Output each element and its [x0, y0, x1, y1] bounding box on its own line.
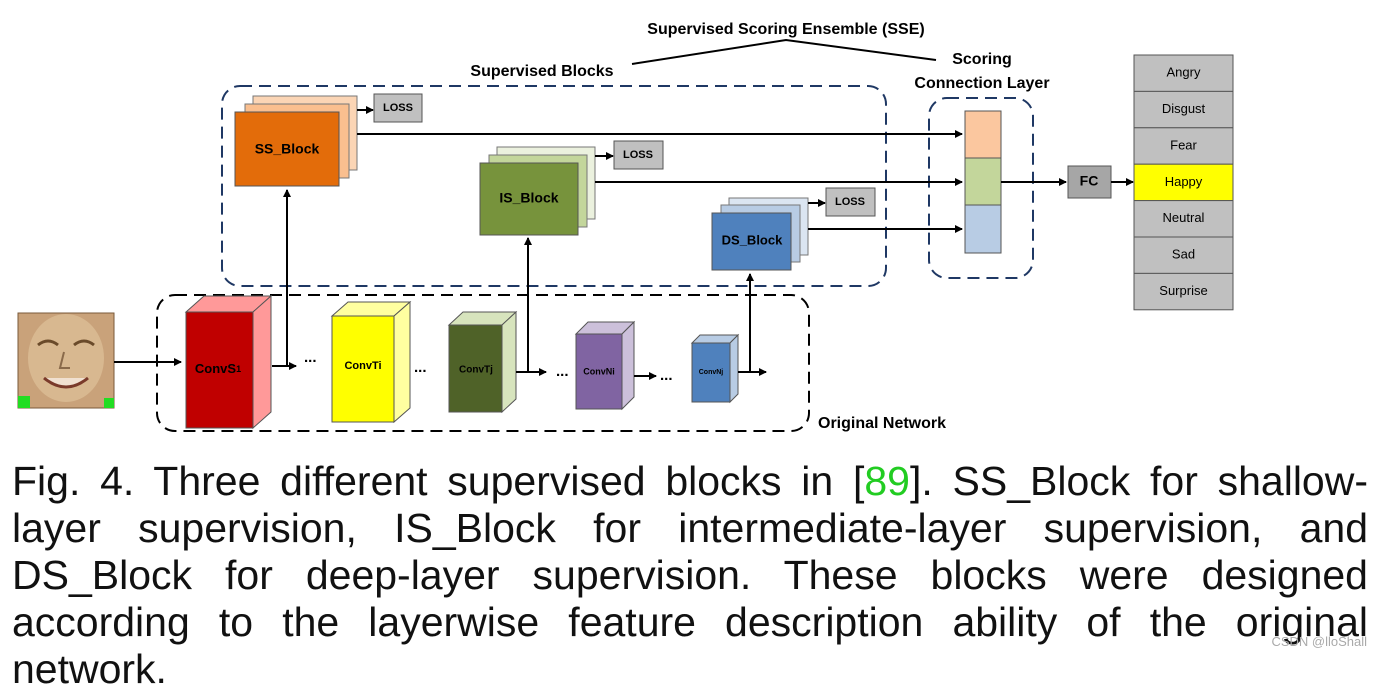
- sse-bracket: [631, 38, 937, 65]
- architecture-diagram: Supervised Scoring Ensemble (SSE) Superv…: [17, 21, 1234, 432]
- is-loss-label: LOSS: [623, 149, 653, 161]
- class-label-disgust: Disgust: [1162, 101, 1206, 116]
- ellipsis-3: ...: [556, 363, 569, 380]
- ss-loss-box: [373, 93, 423, 123]
- score-cell-ss: [964, 110, 1002, 159]
- convnj-layer: ConvNj: [690, 333, 740, 404]
- ss-block: SS_Block: [234, 95, 358, 187]
- ss-block-label: SS_Block: [255, 141, 320, 157]
- fc-label: FC: [1080, 173, 1099, 189]
- convtj-layer: ConvTj: [447, 310, 518, 414]
- svg-text:ConvS1: ConvS1: [195, 361, 241, 376]
- caption-suffix: ]. SS_Block for shallow-layer supervisio…: [12, 458, 1368, 692]
- scoring-layer-title-line1: Scoring: [952, 51, 1012, 68]
- convni-layer: ConvNi: [574, 320, 636, 411]
- face-input-image: [17, 312, 115, 409]
- class-box-sad: [1133, 236, 1234, 274]
- original-network-title: Original Network: [818, 415, 946, 432]
- class-box-fear: [1133, 127, 1234, 165]
- score-cell-ds: [964, 204, 1002, 254]
- class-box-surprise: [1133, 272, 1234, 311]
- convs1-layer: ConvS1: [184, 294, 273, 430]
- class-label-neutral: Neutral: [1163, 210, 1205, 225]
- supervised-blocks-region: [221, 85, 887, 287]
- ellipsis-2: ...: [414, 359, 427, 376]
- sse-title: Supervised Scoring Ensemble (SSE): [647, 21, 924, 38]
- ds-block-label: DS_Block: [722, 232, 783, 247]
- ds-loss-box: [825, 187, 876, 217]
- is-loss-box: [613, 140, 664, 170]
- class-label-happy: Happy: [1165, 174, 1203, 189]
- score-cell-is: [964, 157, 1002, 206]
- scoring-layer-title-line2: Connection Layer: [914, 75, 1049, 92]
- is-block-label: IS_Block: [499, 190, 558, 206]
- convti-label: ConvTi: [344, 360, 381, 372]
- class-box-angry: [1133, 54, 1234, 92]
- class-label-fear: Fear: [1170, 137, 1197, 152]
- class-box-disgust: [1133, 90, 1234, 129]
- class-box-neutral: [1133, 200, 1234, 238]
- class-box-happy: [1133, 163, 1234, 202]
- convnj-label: ConvNj: [699, 369, 724, 376]
- convni-label: ConvNi: [583, 366, 615, 376]
- ellipsis-4: ...: [660, 367, 673, 384]
- class-label-surprise: Surprise: [1159, 283, 1207, 298]
- convtj-label: ConvTj: [459, 365, 493, 376]
- ss-loss-label: LOSS: [383, 102, 413, 114]
- supervised-blocks-title: Supervised Blocks: [470, 63, 613, 80]
- ellipsis-1: ...: [304, 349, 317, 366]
- caption-reference-link[interactable]: 89: [864, 458, 910, 504]
- convti-layer: ConvTi: [330, 300, 412, 424]
- class-label-sad: Sad: [1172, 247, 1195, 262]
- ds-block: DS_Block: [711, 197, 809, 271]
- figure-caption: Fig. 4. Three different supervised block…: [12, 458, 1368, 693]
- watermark: CSDN @lloShall: [1271, 634, 1367, 649]
- class-label-angry: Angry: [1167, 65, 1201, 80]
- is-block: IS_Block: [479, 146, 596, 236]
- convs1-subscript: 1: [236, 364, 241, 374]
- convs1-label: ConvS: [195, 361, 237, 376]
- caption-prefix: Fig. 4. Three different supervised block…: [12, 458, 865, 504]
- ds-loss-label: LOSS: [835, 196, 865, 208]
